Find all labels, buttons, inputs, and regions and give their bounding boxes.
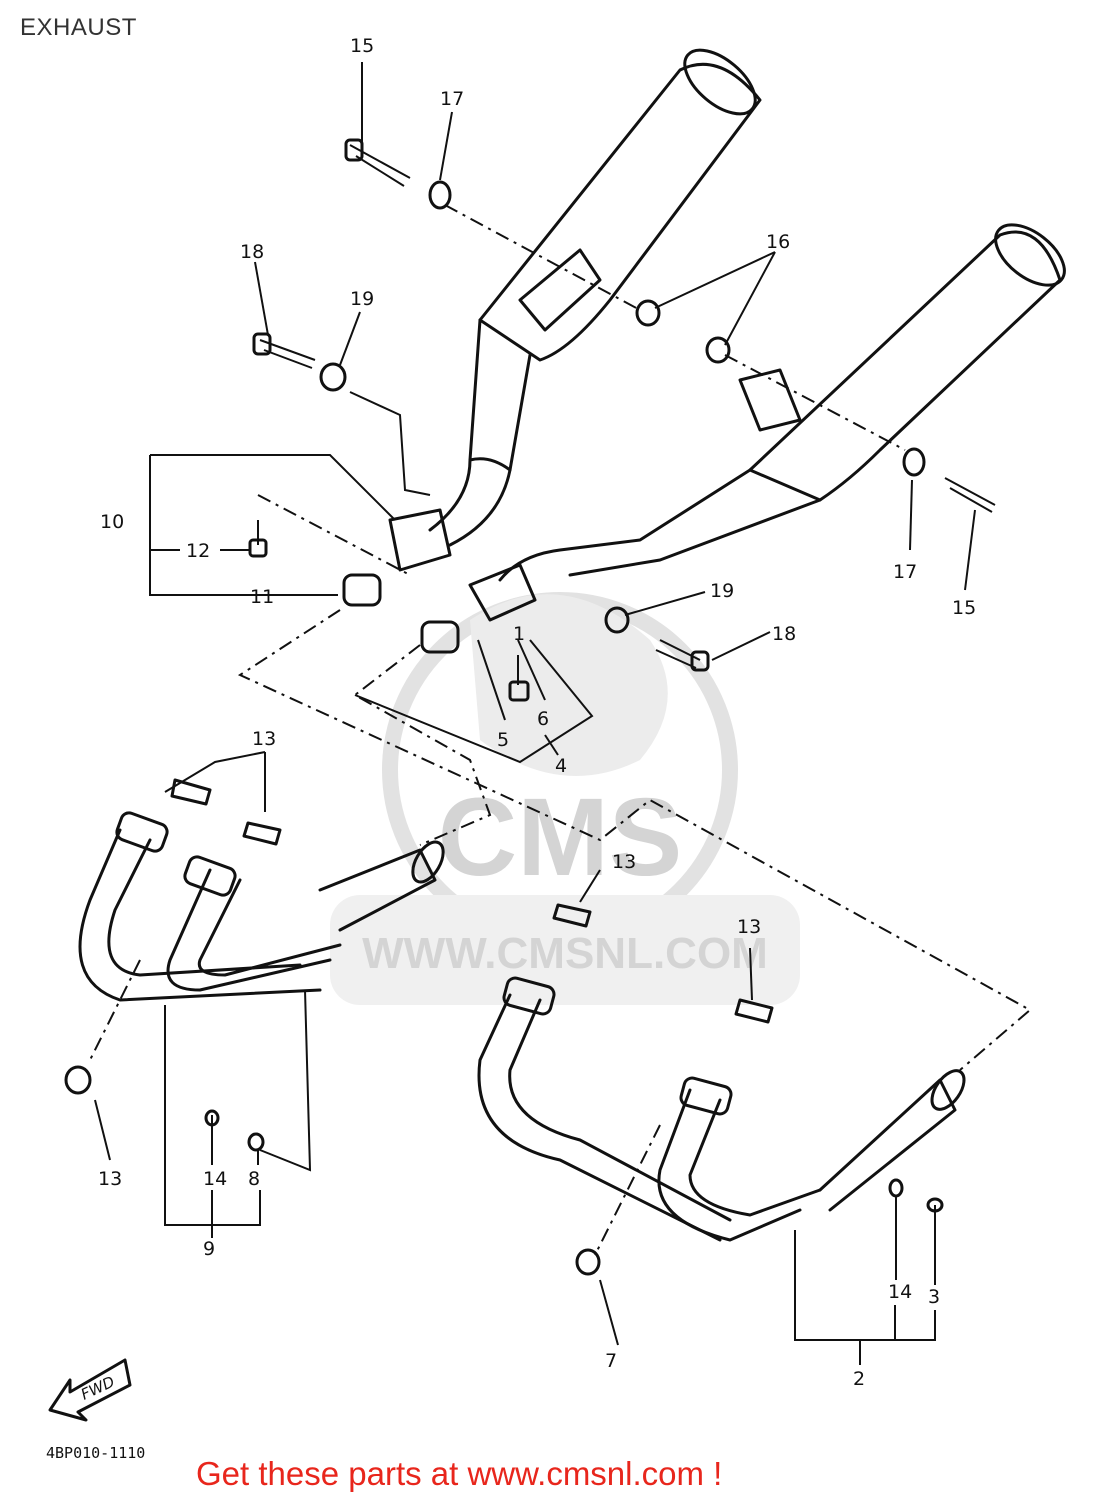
muffler-right bbox=[498, 223, 1066, 582]
callout-6: 6 bbox=[537, 708, 549, 730]
callout-18-right: 18 bbox=[772, 623, 796, 645]
exhaust-pipe-left bbox=[64, 778, 445, 1152]
callout-2: 3 bbox=[928, 1286, 940, 1308]
leader-lines bbox=[94, 62, 976, 1365]
callout-5: 5 bbox=[497, 729, 509, 751]
callout-labels: 15 17 16 18 19 10 12 11 19 18 17 15 1 6 … bbox=[98, 35, 976, 1390]
callout-17-right: 17 bbox=[893, 561, 917, 583]
callout-14-left: 13 bbox=[98, 1168, 122, 1190]
callout-11: 11 bbox=[250, 586, 274, 608]
forward-label: FWD bbox=[78, 1373, 117, 1404]
callout-14-right: 7 bbox=[605, 1350, 617, 1372]
callout-19: 19 bbox=[350, 288, 374, 310]
watermark-brand: CMS bbox=[438, 776, 682, 899]
callout-12: 12 bbox=[186, 540, 210, 562]
callout-13-right: 13 bbox=[737, 916, 761, 938]
callout-1: 2 bbox=[853, 1368, 865, 1390]
alignment-lines bbox=[89, 204, 1032, 1256]
forward-arrow: FWD bbox=[48, 1358, 132, 1422]
cmsnl-parts-link[interactable]: Get these parts at www.cmsnl.com ! bbox=[196, 1455, 723, 1492]
callout-15: 15 bbox=[350, 35, 374, 57]
callout-13-center: 13 bbox=[612, 851, 636, 873]
page-title: EXHAUST bbox=[20, 14, 137, 41]
callout-7: 9 bbox=[203, 1238, 215, 1260]
callout-10: 10 bbox=[100, 511, 124, 533]
callout-17: 17 bbox=[440, 88, 464, 110]
muffler-left bbox=[428, 48, 762, 547]
callout-4: 4 bbox=[555, 755, 567, 777]
callout-19-right: 19 bbox=[710, 580, 734, 602]
callout-3: 14 bbox=[888, 1281, 912, 1303]
callout-1-upper: 1 bbox=[513, 623, 525, 645]
callout-15-right: 15 bbox=[952, 597, 976, 619]
diagram-code: 4BP010-1110 bbox=[46, 1444, 145, 1462]
exhaust-pipe-right bbox=[477, 903, 966, 1276]
callout-16: 16 bbox=[766, 231, 790, 253]
joint-clamps bbox=[342, 508, 537, 654]
cms-watermark: CMS WWW.CMSNL.COM bbox=[330, 592, 800, 1005]
watermark-url: WWW.CMSNL.COM bbox=[362, 929, 768, 978]
callout-8: 14 bbox=[203, 1168, 227, 1190]
fasteners bbox=[248, 138, 996, 702]
callout-13-left: 13 bbox=[252, 728, 276, 750]
callout-18: 18 bbox=[240, 241, 264, 263]
callout-9: 8 bbox=[248, 1168, 260, 1190]
